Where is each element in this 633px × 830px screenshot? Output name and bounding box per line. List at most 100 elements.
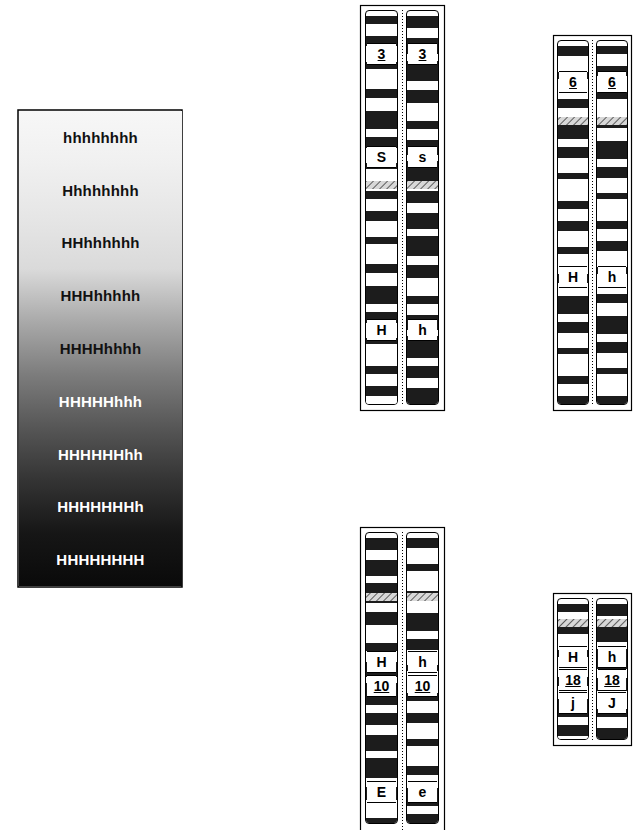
- pair-frame: [554, 36, 632, 411]
- chromosome-band: [407, 378, 439, 388]
- chromosome-band: [558, 384, 589, 396]
- chromosome-band: [597, 303, 628, 316]
- chromosome-band: [366, 89, 398, 98]
- chromosome-band: [407, 358, 439, 366]
- chromosome-band: [407, 229, 439, 236]
- allele-label: E: [367, 781, 396, 803]
- chromosome-band: [407, 766, 439, 775]
- chromosome-band: [366, 273, 398, 286]
- chromosome-number: 10: [408, 675, 437, 697]
- chromosome-number: 3: [367, 43, 396, 65]
- centromere: [366, 181, 398, 189]
- chromosome-band: [558, 179, 589, 201]
- allele-label: J: [598, 692, 626, 714]
- chromosome-band: [407, 90, 439, 103]
- chromosome-band: [558, 725, 589, 736]
- chromosome-band: [407, 571, 439, 591]
- chromosome-band: [597, 92, 628, 99]
- chromosome-band: [366, 211, 398, 221]
- allele-label: s: [408, 146, 437, 168]
- chromosome-band: [366, 603, 398, 612]
- chromosome-band: [366, 264, 398, 273]
- dotted-divider: [402, 532, 403, 830]
- chromosome-band: [366, 304, 398, 312]
- centromere: [597, 117, 628, 125]
- chromosome-band: [366, 16, 398, 24]
- chromosome: H10E: [365, 532, 398, 824]
- chromosome-band: [366, 244, 398, 264]
- chromosome-number: 6: [559, 71, 587, 93]
- chromosome-band: [558, 296, 589, 314]
- chromosome-band: [366, 386, 398, 396]
- chromosome-band: [597, 728, 628, 740]
- chromosome-band: [597, 353, 628, 368]
- chromosome-band: [366, 725, 398, 735]
- chromosome-band: [366, 366, 398, 374]
- genotype-label: HHHhhhhh: [61, 287, 141, 304]
- chromosome-band: [366, 344, 398, 366]
- chromosome-band: [597, 128, 628, 141]
- chromosome-bands: [407, 11, 439, 405]
- chromosome-band: [407, 701, 439, 713]
- chromosome: h10e: [406, 532, 439, 824]
- chromosome-band: [407, 613, 439, 631]
- chromosome-band: [366, 24, 398, 36]
- chromosome-band: [558, 604, 589, 612]
- chromosome-band: [407, 631, 439, 639]
- chromosome-band: [558, 99, 589, 108]
- chromosome-band: [407, 591, 439, 600]
- chromosome-band: [558, 147, 589, 158]
- centromere: [366, 593, 398, 601]
- chromosome-band: [597, 46, 628, 54]
- chromosome-band: [407, 538, 439, 548]
- chromosome-number: 18: [598, 669, 626, 691]
- chromosome-band: [407, 121, 439, 129]
- chromosome-band: [597, 193, 628, 199]
- chromosome-band: [597, 294, 628, 303]
- chromosome-band: [597, 404, 628, 405]
- chromosome-band: [407, 404, 439, 405]
- chromosome-band: [597, 141, 628, 159]
- allele-label: S: [367, 146, 396, 168]
- chromosome-band: [366, 550, 398, 560]
- chromosome-band: [597, 99, 628, 119]
- genotype-label: HHHHhhhh: [60, 340, 142, 357]
- chromosome-band: [597, 167, 628, 178]
- genotype-label: Hhhhhhhh: [62, 182, 139, 199]
- chromosome-band: [558, 333, 589, 348]
- chromosome-band: [366, 643, 398, 651]
- chromosome-band: [597, 396, 628, 404]
- chromosome-band: [407, 806, 439, 814]
- chromosome-bands: [597, 41, 628, 405]
- allele-label: h: [598, 646, 626, 668]
- chromosome-band: [597, 178, 628, 193]
- chromosome-band: [407, 81, 439, 90]
- chromosome-band: [597, 229, 628, 241]
- chromosome-bands: [366, 11, 398, 405]
- chromosome-band: [366, 751, 398, 758]
- chromosome-band: [597, 251, 628, 267]
- chromosome-band: [366, 237, 398, 244]
- chromosome-band: [407, 723, 439, 739]
- chromosome-band: [558, 158, 589, 173]
- chromosome: 3sh: [406, 10, 439, 405]
- chromosome-band: [407, 265, 439, 278]
- dotted-divider: [592, 598, 593, 740]
- genotype-label: HHHHHHHH: [56, 551, 144, 568]
- chromosome-band: [558, 56, 589, 72]
- chromosome-band: [597, 316, 628, 334]
- chromosome-band: [407, 388, 439, 404]
- chromosome-band: [597, 199, 628, 221]
- chromosome-band: [366, 221, 398, 237]
- allele-label: h: [408, 319, 437, 341]
- chromosome-band: [366, 69, 398, 89]
- chromosome-band: [558, 376, 589, 384]
- chromosome-band: [366, 583, 398, 603]
- chromosome-band: [366, 199, 398, 211]
- chromosome: 6h: [596, 40, 628, 405]
- chromosome-band: [558, 322, 589, 333]
- chromosome-band: [366, 191, 398, 199]
- chromosome-band: [597, 221, 628, 229]
- chromosome-number: 18: [559, 669, 587, 691]
- allele-label: H: [559, 646, 587, 668]
